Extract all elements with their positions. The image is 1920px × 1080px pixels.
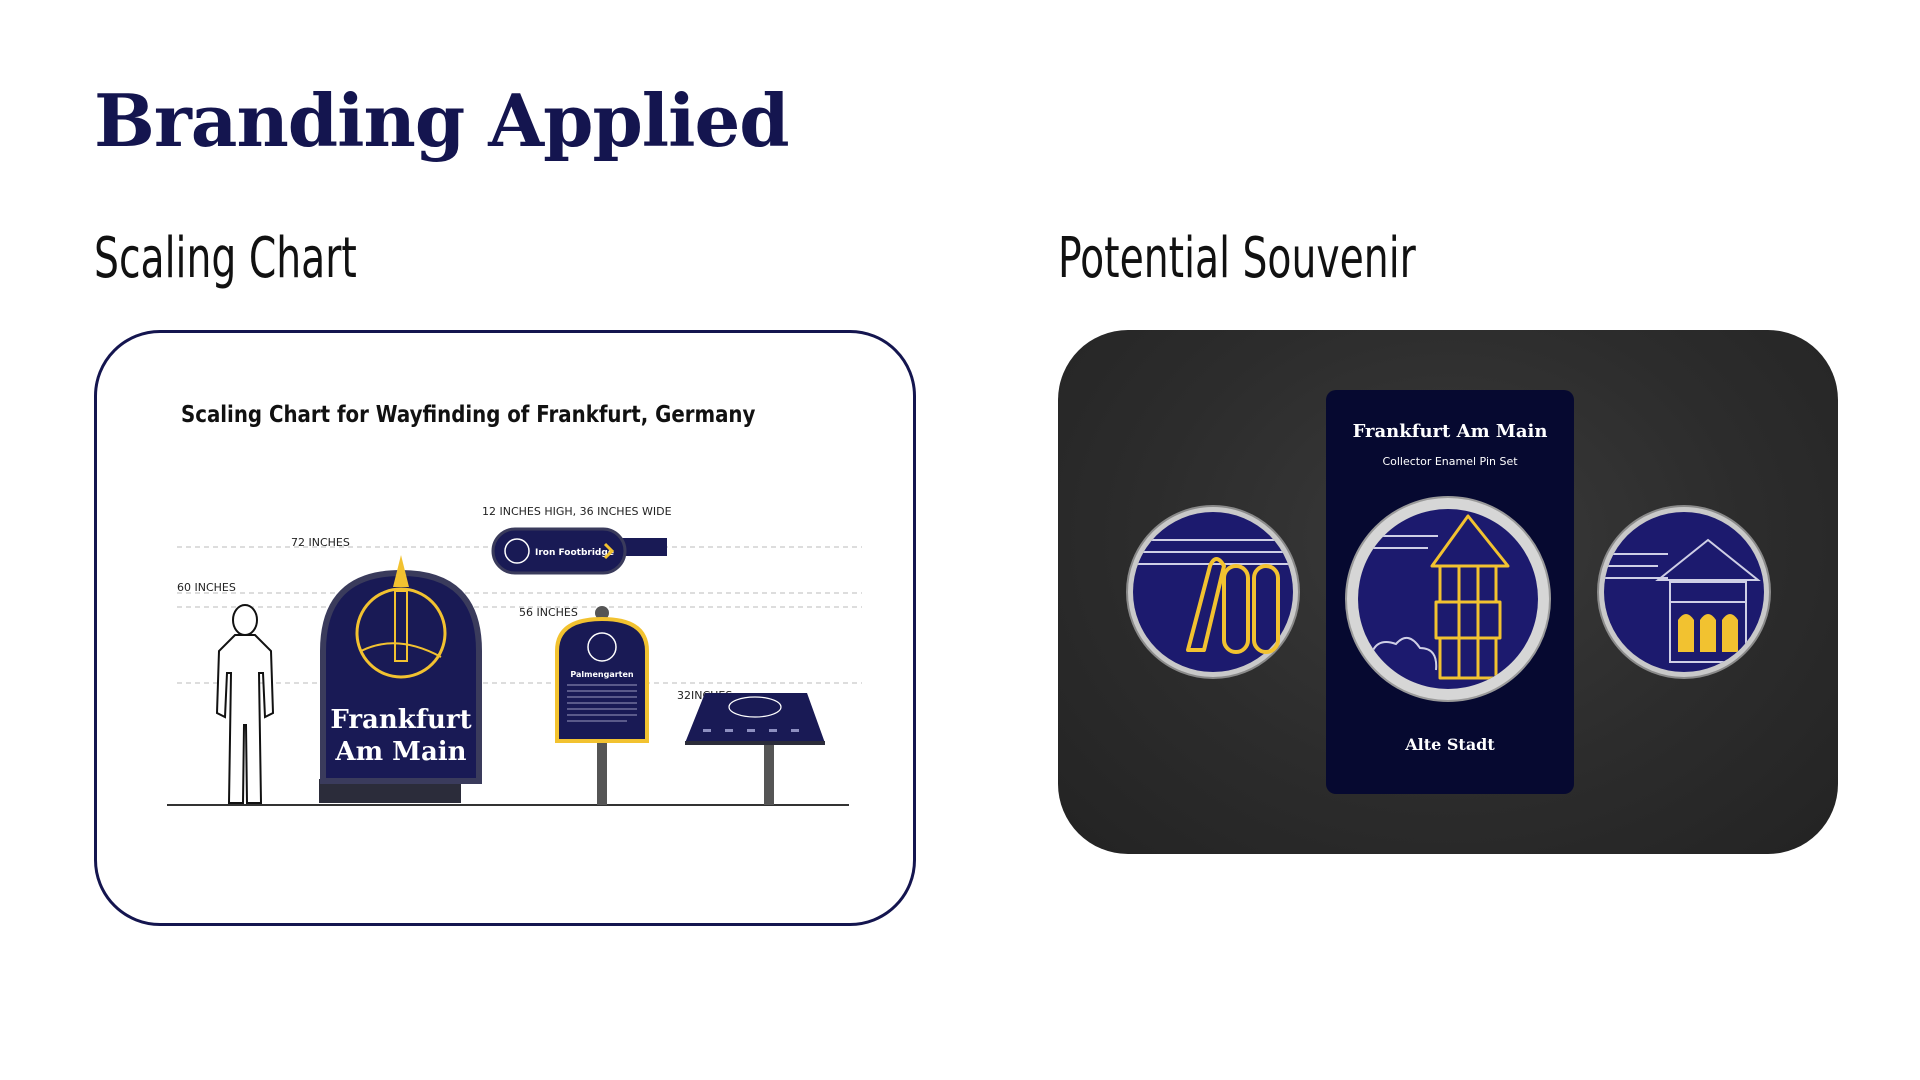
center-pin [1345,496,1551,702]
right-pin [1597,505,1771,679]
souvenir-card-subtitle: Collector Enamel Pin Set [1382,455,1518,468]
main-sign-line1: Frankfurt [330,705,471,735]
left-pin [1126,505,1300,679]
table-sign [685,693,825,805]
scaling-chart-title: Scaling Chart for Wayfinding of Frankfur… [181,402,755,429]
main-sign-height-label: 72 INCHES [291,536,350,549]
main-sign: Frankfurt Am Main [319,555,482,803]
scaling-chart-illustration: Scaling Chart for Wayfinding of Frankfur… [167,402,862,806]
souvenir-illustration: Frankfurt Am Main Collector Enamel Pin S… [1126,390,1771,794]
souvenir-card: Frankfurt Am Main Collector Enamel Pin S… [1058,330,1838,854]
directional-sign: Iron Footbridge [491,527,667,575]
person-height-label: 60 INCHES [177,581,236,594]
person-silhouette [215,604,275,804]
directional-sign-text: Iron Footbridge [535,548,614,558]
info-sign-height-label: 56 INCHES [519,606,578,619]
souvenir-heading: Potential Souvenir [1058,226,1416,291]
main-sign-line2: Am Main [334,737,466,767]
info-sign: Palmengarten [555,606,649,805]
directional-sign-label: 12 INCHES HIGH, 36 INCHES WIDE [482,505,672,518]
souvenir-card-title: Frankfurt Am Main [1353,421,1548,442]
souvenir-card-footer: Alte Stadt [1404,735,1495,754]
info-sign-title: Palmengarten [570,670,634,679]
page-title: Branding Applied [94,78,790,163]
scaling-chart-card: Scaling Chart for Wayfinding of Frankfur… [94,330,916,926]
scaling-chart-heading: Scaling Chart [94,226,357,291]
